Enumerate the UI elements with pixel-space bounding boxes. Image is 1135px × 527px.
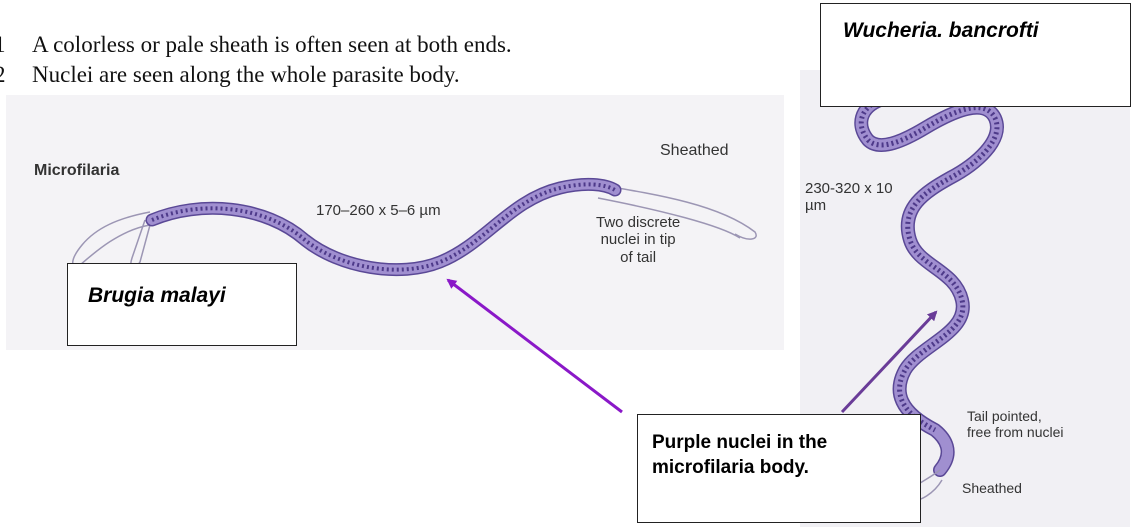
wuchereria-sheathed-label: Sheathed: [962, 480, 1022, 496]
brugia-species-label: Brugia malayi: [88, 284, 226, 308]
brugia-sheathed-label: Sheathed: [660, 142, 729, 160]
brugia-species-box: Brugia malayi: [67, 263, 297, 346]
wuchereria-size-label: 230-320 x 10 µm: [805, 180, 893, 215]
brugia-tail-note: Two discrete nuclei in tip of tail: [596, 214, 680, 266]
microfilaria-label: Microfilaria: [34, 162, 119, 180]
wuchereria-species-label: Wucheria. bancrofti: [843, 19, 1039, 43]
wuchereria-tail-note: Tail pointed, free from nuclei: [967, 408, 1063, 440]
callout-box: Purple nuclei in the microfilaria body.: [637, 414, 921, 523]
brugia-size-label: 170–260 x 5–6 µm: [316, 202, 441, 219]
callout-arrow-left: [448, 280, 622, 412]
wuchereria-species-box: Wucheria. bancrofti: [820, 3, 1131, 107]
callout-text: Purple nuclei in the microfilaria body.: [652, 431, 827, 480]
callout-arrow-right: [842, 312, 936, 412]
